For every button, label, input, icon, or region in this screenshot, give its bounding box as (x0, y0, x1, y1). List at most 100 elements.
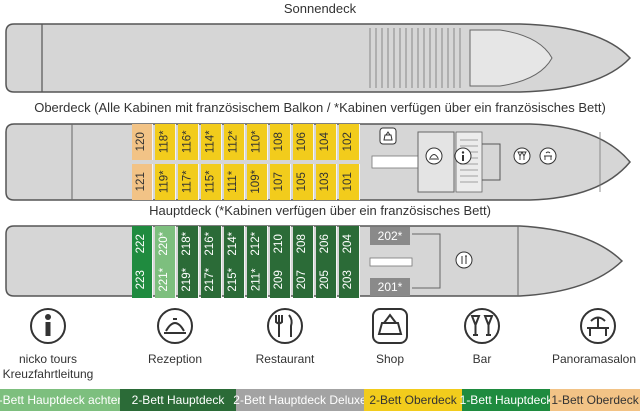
cabin-number: 119* (158, 170, 171, 194)
cabin-number: 206 (319, 234, 332, 254)
cabin-number: 108 (273, 132, 286, 152)
cabin-117[interactable]: 117* (178, 164, 199, 200)
cabin-number: 211* (250, 268, 263, 292)
cabin-207[interactable]: 207 (293, 262, 314, 298)
cabin-211[interactable]: 211* (247, 262, 268, 298)
cabin-208[interactable]: 208 (293, 226, 314, 262)
hauptdeck-title: Hauptdeck (*Kabinen verfügen über ein fr… (149, 203, 491, 218)
cabin-number: 121 (135, 172, 148, 192)
deck-restaurant-icon (455, 251, 473, 269)
cabin-number: 221* (158, 268, 171, 292)
cabin-105[interactable]: 105 (293, 164, 314, 200)
cabin-number: 214* (227, 232, 240, 256)
cabin-103[interactable]: 103 (316, 164, 337, 200)
cabin-number: 203 (342, 270, 355, 290)
cabin-110[interactable]: 110* (247, 124, 268, 160)
cabin-number: 112* (227, 130, 240, 154)
cabin-217[interactable]: 217* (201, 262, 222, 298)
cabin-214[interactable]: 214* (224, 226, 245, 262)
cabin-111[interactable]: 111* (224, 164, 245, 200)
cabin-221[interactable]: 221* (155, 262, 176, 298)
cabin-number: 222 (135, 234, 148, 254)
cabin-220[interactable]: 220* (155, 226, 176, 262)
cabin-202[interactable]: 202* (370, 227, 410, 245)
cabin-120[interactable]: 120 (132, 124, 153, 160)
category-key-item: 1-Bett Oberdeck (550, 389, 640, 411)
restaurant-legend-label: Restaurant (255, 352, 315, 366)
cabin-number: 104 (319, 132, 332, 152)
cabin-number: 102 (342, 132, 355, 152)
cabin-204[interactable]: 204 (339, 226, 360, 262)
cabin-number: 218* (181, 232, 194, 256)
cabin-number: 120 (135, 132, 148, 152)
cabin-223[interactable]: 223 (132, 262, 153, 298)
cabin-number: 106 (296, 132, 309, 152)
cabin-101[interactable]: 101 (339, 164, 360, 200)
sonnendeck-plan (5, 23, 632, 93)
cabin-222[interactable]: 222 (132, 226, 153, 262)
cabin-216[interactable]: 216* (201, 226, 222, 262)
cabin-112[interactable]: 112* (224, 124, 245, 160)
deck-panorama-icon (539, 147, 557, 165)
cabin-number: 220* (158, 232, 171, 256)
sonnendeck-title: Sonnendeck (283, 1, 357, 16)
cabin-218[interactable]: 218* (178, 226, 199, 262)
category-key-item: 2-Bett Hauptdeck (120, 389, 236, 411)
deck-bar-icon (513, 147, 531, 165)
cabin-number: 205 (319, 270, 332, 290)
cabin-number: 110* (250, 130, 263, 154)
cabin-number: 207 (296, 270, 309, 290)
cabin-206[interactable]: 206 (316, 226, 337, 262)
cabin-107[interactable]: 107 (270, 164, 291, 200)
category-key-item: 2-Bett Hauptdeck Deluxe (233, 389, 367, 411)
cabin-119[interactable]: 119* (155, 164, 176, 200)
cabin-number: 215* (227, 268, 240, 292)
info-icon (28, 306, 68, 346)
panorama-legend-label: Panoramasalon (551, 352, 637, 366)
cabin-116[interactable]: 116* (178, 124, 199, 160)
cabin-210[interactable]: 210 (270, 226, 291, 262)
cabin-205[interactable]: 205 (316, 262, 337, 298)
cabin-number: 117* (181, 170, 194, 194)
panorama-salon-icon (578, 306, 618, 346)
cabin-106[interactable]: 106 (293, 124, 314, 160)
cabin-number: 219* (181, 268, 194, 292)
cabin-109[interactable]: 109* (247, 164, 268, 200)
cabin-number: 109* (250, 170, 263, 194)
cabin-number: 107 (273, 172, 286, 192)
cabin-number: 217* (204, 268, 217, 292)
cabin-number: 116* (181, 130, 194, 154)
cabin-115[interactable]: 115* (201, 164, 222, 200)
cabin-118[interactable]: 118* (155, 124, 176, 160)
cabin-201[interactable]: 201* (370, 278, 410, 296)
cabin-203[interactable]: 203 (339, 262, 360, 298)
cabin-209[interactable]: 209 (270, 262, 291, 298)
cabin-number: 210 (273, 234, 286, 254)
cabin-number: 212* (250, 232, 263, 256)
cabin-104[interactable]: 104 (316, 124, 337, 160)
cabin-212[interactable]: 212* (247, 226, 268, 262)
shop-legend-label: Shop (375, 352, 405, 366)
cabin-219[interactable]: 219* (178, 262, 199, 298)
shop-icon (370, 306, 410, 346)
cabin-number: 216* (204, 232, 217, 256)
cabin-121[interactable]: 121 (132, 164, 153, 200)
reception-legend-label: Rezeption (147, 352, 203, 366)
cabin-number: 223 (135, 270, 148, 290)
deck-reception-icon (425, 147, 443, 165)
deck-shop-icon (379, 127, 397, 145)
bar-legend-label: Bar (472, 352, 492, 366)
cabin-number: 118* (158, 130, 171, 154)
cabin-number: 101 (342, 172, 355, 192)
bar-glasses-icon (462, 306, 502, 346)
oberdeck-title: Oberdeck (Alle Kabinen mit französischem… (34, 100, 606, 115)
cabin-215[interactable]: 215* (224, 262, 245, 298)
category-key-item: 1-Bett Hauptdeck (460, 389, 552, 411)
cabin-108[interactable]: 108 (270, 124, 291, 160)
restaurant-icon (265, 306, 305, 346)
reception-bell-icon (155, 306, 195, 346)
cabin-number: 208 (296, 234, 309, 254)
cabin-114[interactable]: 114* (201, 124, 222, 160)
cabin-102[interactable]: 102 (339, 124, 360, 160)
